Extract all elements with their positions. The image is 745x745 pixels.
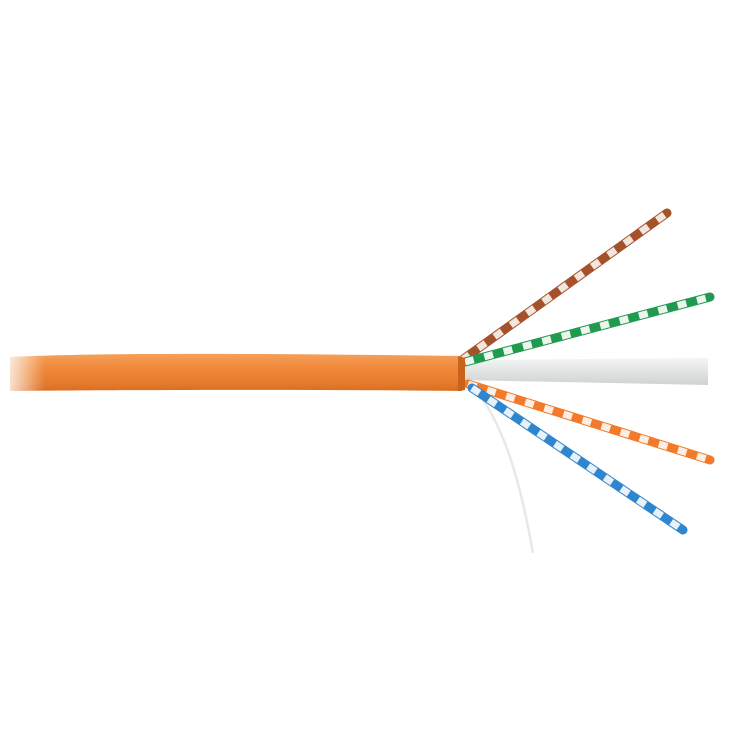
- jacket-fade: [0, 345, 45, 400]
- twisted-pair-orange: [463, 379, 715, 465]
- twisted-pair-green: [460, 292, 715, 367]
- cable-jacket: [10, 353, 462, 391]
- cross-separator: [460, 358, 708, 385]
- twisted-pair-blue: [467, 383, 688, 535]
- twisted-pair-brown: [457, 208, 672, 365]
- jacket-end: [458, 356, 465, 391]
- ripcord: [476, 391, 535, 554]
